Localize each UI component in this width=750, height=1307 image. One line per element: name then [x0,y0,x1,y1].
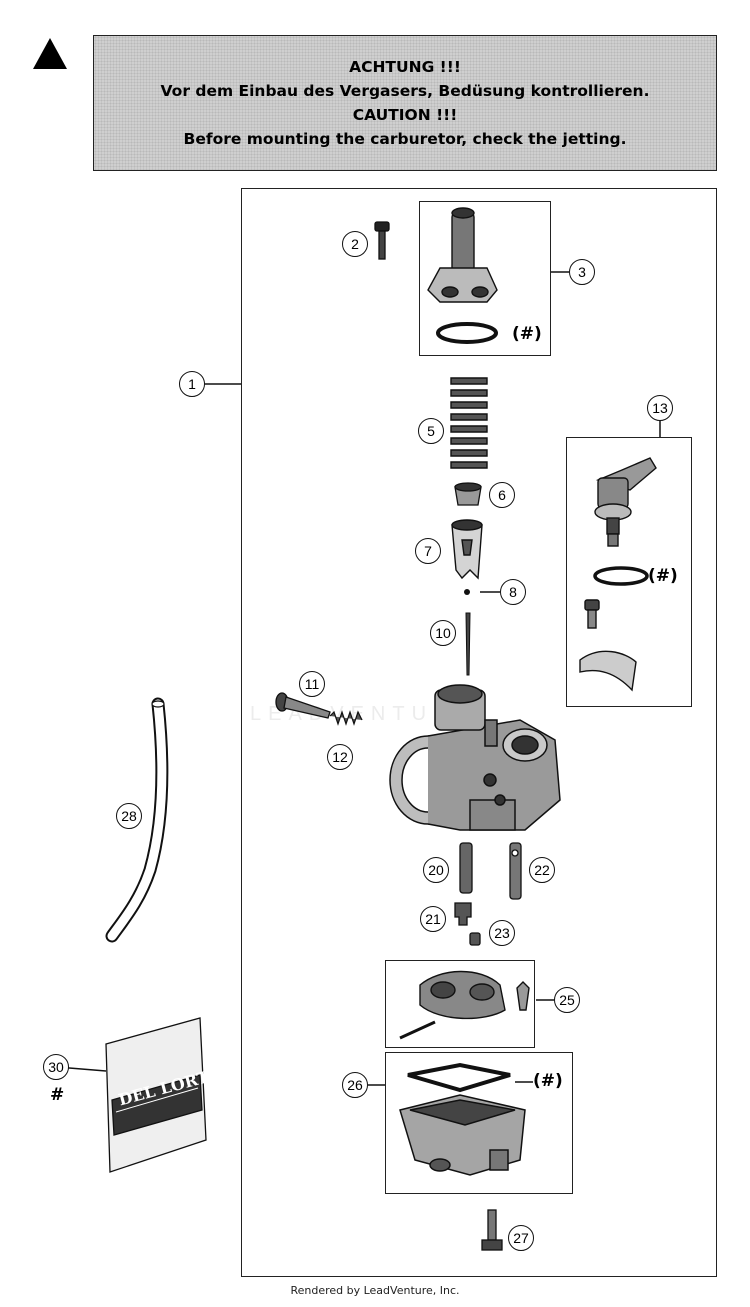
choke-part-13 [579,457,657,692]
caution-text-de: Vor dem Einbau des Vergasers, Bedüsung k… [160,82,650,100]
carburetor-body [389,684,561,831]
callout-1: 1 [179,371,205,397]
callout-28: 28 [116,803,142,829]
jet-part-21 [454,902,472,926]
choke-group-box [566,437,692,707]
callout-11: 11 [299,671,325,697]
callout-2: 2 [342,231,368,257]
idle-screw-part-11 [275,692,331,719]
caution-text-en: Before mounting the carburetor, check th… [183,130,627,148]
warning-triangle-icon [33,38,67,69]
caution-box: ACHTUNG !!! Vor dem Einbau des Vergasers… [93,35,717,171]
callout-26: 26 [342,1072,368,1098]
spring-part-5 [450,377,488,469]
jet-holder-part-20 [459,842,473,894]
float-bowl-part-26 [399,1062,526,1176]
caution-heading-de: ACHTUNG !!! [349,58,461,76]
throttle-cap-group-box [419,201,551,356]
gasket-ref-26: (#) [533,1071,563,1091]
needle-part-10 [465,612,471,676]
float-part-25 [399,970,530,1040]
jet-part-23 [469,932,481,946]
callout-25: 25 [554,987,580,1013]
callout-6: 6 [489,482,515,508]
retainer-part-6 [454,482,482,506]
callout-21: 21 [420,906,446,932]
float-bowl-group-box [385,1052,573,1194]
callout-13: 13 [647,395,673,421]
footer-credit: Rendered by LeadVenture, Inc. [290,1284,460,1297]
callout-7: 7 [415,538,441,564]
hash-symbol-30: # [50,1085,65,1105]
callout-10: 10 [430,620,456,646]
callout-5: 5 [418,418,444,444]
callout-12: 12 [327,744,353,770]
throttle-slide-part-7 [451,519,483,580]
gasket-ref-3: (#) [512,324,542,344]
callout-27: 27 [508,1225,534,1251]
carburetor-assembly-frame [241,188,717,1277]
callout-20: 20 [423,857,449,883]
float-group-box [385,960,535,1048]
callout-22: 22 [529,857,555,883]
small-spring-part-12 [329,710,363,726]
screw-part-2 [374,221,390,260]
jet-kit-bag-part-30 [105,1017,207,1173]
caution-heading-en: CAUTION !!! [352,106,458,124]
callout-8: 8 [500,579,526,605]
gasket-ref-13: (#) [648,566,678,586]
callout-23: 23 [489,920,515,946]
callout-30: 30 [43,1054,69,1080]
throttle-cap-part-3 [427,207,498,344]
drain-screw-part-27 [481,1209,503,1251]
fuel-hose-part-28 [105,697,169,943]
jet-part-22 [509,842,522,900]
callout-3: 3 [569,259,595,285]
clip-part-8 [464,589,470,595]
